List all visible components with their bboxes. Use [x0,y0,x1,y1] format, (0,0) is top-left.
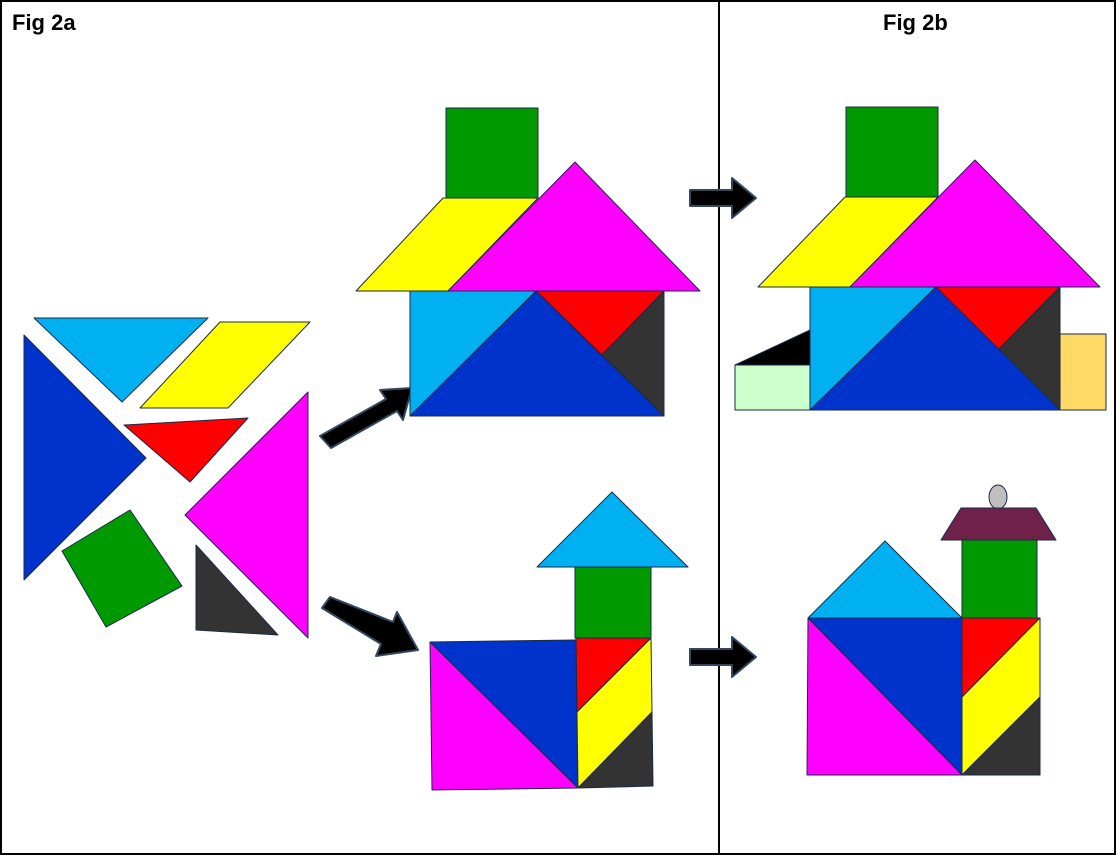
magenta-large-triangle [184,391,309,639]
loose-pieces [23,317,311,639]
decorated-house-green-annex [734,364,811,411]
green-square [61,509,183,628]
gray-small-triangle [195,544,279,636]
decorated-building-green-square [961,539,1038,619]
decorated-building-magenta-triangle [806,617,963,776]
red-small-triangle [123,417,249,483]
house-chimney-green-square [445,107,539,199]
decorated-building-gray-triangle [961,696,1041,776]
building-cyan-triangle [536,491,689,568]
arrow-to-house-icon [319,387,413,449]
decorated-building-shape [806,484,1057,776]
yellow-parallelogram [139,321,311,409]
building-gray-triangle [577,711,654,789]
decorated-building-cyan-triangle [807,540,963,619]
arrow-to-building-icon [321,596,419,657]
house-shape [355,107,701,417]
arrow-building-to-2b-icon [689,636,757,678]
panel-a-label: Fig 2a [12,10,76,35]
house-blue-triangle [409,290,665,417]
decorated-house-chimney [845,106,939,198]
decorated-house-shape [734,106,1107,411]
building-magenta-triangle [429,641,579,791]
decorated-house-blue-triangle [809,286,1061,411]
arrow-house-to-2b-icon [689,177,757,219]
decorated-house-black-roof [734,329,811,366]
cyan-triangle [33,317,209,403]
panel-b-label: Fig 2b [883,10,948,35]
building-shape [429,491,689,791]
blue-large-triangle [23,334,147,581]
decorated-building-maroon-cap [940,507,1057,541]
decorated-building-gray-knob [988,484,1008,510]
building-green-square [574,566,652,639]
decorated-house-orange-annex [1059,333,1107,411]
